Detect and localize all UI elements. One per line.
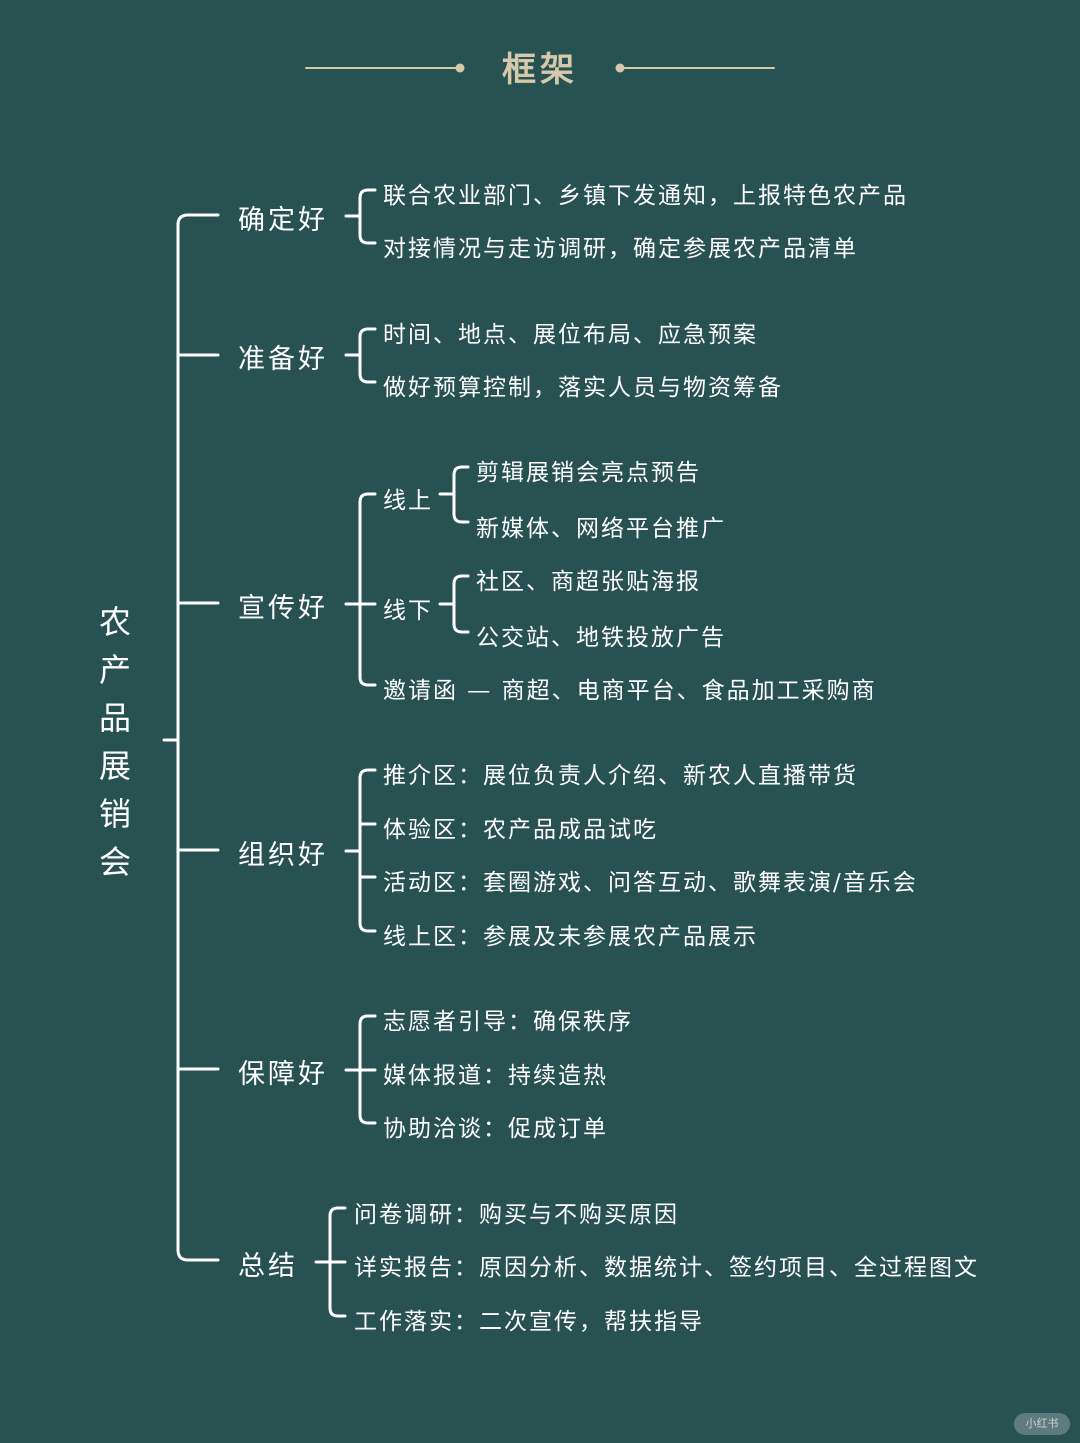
root-char: 品 xyxy=(98,699,131,737)
bracket-queding xyxy=(358,188,377,245)
bracket-zuzhi xyxy=(358,768,377,933)
leaf-item: 公交站、地铁投放广告 xyxy=(476,625,726,651)
title-dot-right xyxy=(615,63,625,73)
leaf-item: 体验区：农产品成品试吃 xyxy=(383,817,658,843)
leaf-item: 新媒体、网络平台推广 xyxy=(476,516,726,542)
node-zongjie: 总结 xyxy=(238,1251,298,1282)
watermark-badge: 小红书 xyxy=(1014,1413,1070,1435)
leaf-item: 活动区：套圈游戏、问答互动、歌舞表演/音乐会 xyxy=(383,870,918,896)
leaf-item: 协助洽谈：促成订单 xyxy=(383,1116,608,1142)
node-offline: 线下 xyxy=(383,598,433,624)
leaf-item: 对接情况与走访调研，确定参展农产品清单 xyxy=(383,236,858,262)
node-zuzhi: 组织好 xyxy=(238,840,328,871)
leaf-item: 做好预算控制，落实人员与物资筹备 xyxy=(383,375,783,401)
bracket-online xyxy=(452,465,470,524)
leaf-item: 志愿者引导：确保秩序 xyxy=(383,1009,633,1035)
root-char: 展 xyxy=(98,747,131,785)
node-xuanchuan: 宣传好 xyxy=(238,593,328,624)
root-char: 销 xyxy=(98,795,131,833)
root-spine xyxy=(176,213,220,1262)
leaf-item: 剪辑展销会亮点预告 xyxy=(476,460,701,486)
bracket-xuanchuan xyxy=(358,492,377,687)
leaf-item: 线上区：参展及未参展农产品展示 xyxy=(383,924,758,950)
bracket-offline xyxy=(452,574,470,634)
page-title: 框架 xyxy=(502,50,578,90)
node-zhunbei: 准备好 xyxy=(238,344,328,375)
leaf-item: 推介区：展位负责人介绍、新农人直播带货 xyxy=(383,763,858,789)
leaf-invite: 邀请函 — 商超、电商平台、食品加工采购商 xyxy=(383,678,877,704)
node-online: 线上 xyxy=(383,488,433,514)
node-queding: 确定好 xyxy=(238,205,328,236)
bracket-zhunbei xyxy=(358,327,377,384)
root-char: 农 xyxy=(98,603,131,641)
node-baozhang: 保障好 xyxy=(238,1059,328,1090)
leaf-item: 工作落实：二次宣传，帮扶指导 xyxy=(354,1309,704,1335)
leaf-item: 问卷调研：购买与不购买原因 xyxy=(354,1202,679,1228)
root-char: 产 xyxy=(98,651,131,689)
title-dot-left xyxy=(455,63,465,73)
root-char: 会 xyxy=(98,843,131,881)
leaf-item: 联合农业部门、乡镇下发通知，上报特色农产品 xyxy=(383,183,908,209)
leaf-item: 时间、地点、展位布局、应急预案 xyxy=(383,322,758,348)
leaf-item: 社区、商超张贴海报 xyxy=(476,569,701,595)
leaf-item: 详实报告：原因分析、数据统计、签约项目、全过程图文 xyxy=(354,1255,979,1281)
leaf-item: 媒体报道：持续造热 xyxy=(383,1063,608,1089)
root-node-label: 农 产 品 展 销 会 xyxy=(92,598,138,886)
